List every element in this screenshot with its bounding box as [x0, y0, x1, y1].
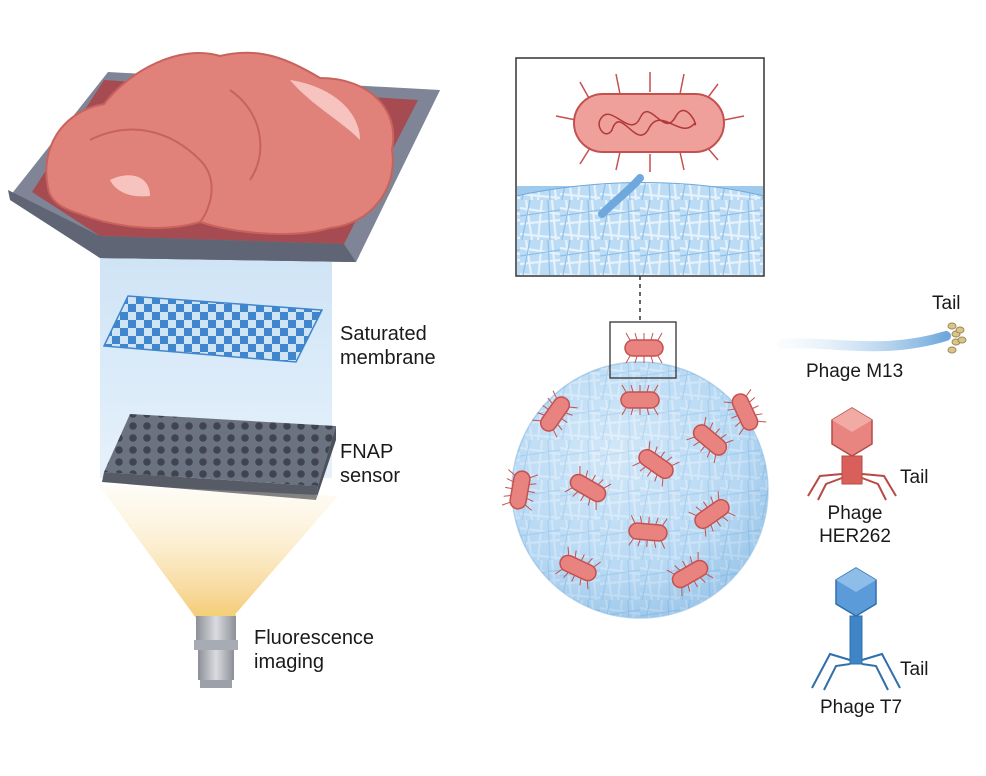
bacterium [632, 441, 680, 487]
meat-fold [89, 128, 213, 223]
meat-tray-group [8, 51, 440, 478]
microscope-objective-icon [194, 610, 238, 688]
label-fnap-sensor: FNAP sensor [340, 440, 400, 488]
sensor-top [104, 414, 336, 486]
bacterium [564, 466, 612, 510]
bacterium [688, 491, 736, 537]
label-line: Fluorescence [254, 627, 375, 649]
membrane-sheet [102, 295, 324, 363]
bacterium [624, 332, 664, 364]
label-tail-m13: Tail [932, 293, 961, 314]
phage-her262-legs-icon [807, 473, 897, 501]
label-phage-t7: Phage T7 [820, 697, 903, 718]
label-line: membrane [340, 347, 436, 369]
fluorescence-imaging [98, 484, 338, 688]
phage-her262-tail [841, 455, 863, 485]
label-line: sensor [340, 465, 401, 487]
phage-t7-legs-icon [811, 652, 901, 691]
label-line: HER262 [819, 526, 891, 547]
phage-t7 [811, 567, 901, 691]
fiber-surface [517, 182, 763, 275]
sensor-end [316, 426, 336, 500]
bacterium [501, 469, 539, 511]
phage-m13-filament [777, 331, 951, 352]
bacterium [620, 384, 660, 416]
label-line: Phage [827, 503, 883, 524]
label-line: Saturated [340, 323, 427, 345]
bacterium [686, 416, 734, 464]
bacterium [666, 552, 714, 596]
meat-highlight [110, 175, 150, 197]
bacterium [555, 546, 601, 590]
label-line: imaging [254, 651, 325, 673]
meat-cut [45, 51, 395, 235]
phage-t7-tail [849, 615, 863, 665]
meat-fold [229, 89, 262, 181]
bacterium-zoomed [555, 72, 745, 172]
bacteria-cluster [501, 332, 767, 596]
phage-her262 [807, 407, 897, 501]
bacterium [628, 515, 668, 549]
fiber-sphere [501, 321, 769, 619]
bacterium [723, 389, 767, 435]
zoom-selection-box [609, 321, 677, 379]
light-cone [98, 484, 338, 618]
label-tail-her262: Tail [900, 467, 929, 488]
zoom-inset [515, 57, 765, 277]
phage-m13-tail-icon [947, 322, 967, 354]
saturated-membrane [102, 295, 324, 363]
label-phage-m13: Phage M13 [806, 361, 904, 382]
label-phage-her262: Phage HER262 [810, 502, 900, 548]
label-tail-t7: Tail [900, 659, 929, 680]
bacterium [532, 390, 578, 438]
phage-fiber [598, 174, 644, 218]
label-line: FNAP [340, 441, 394, 463]
tray-rim [8, 190, 356, 262]
meat-highlight [290, 80, 360, 140]
label-fluorescence-imaging: Fluorescence imaging [254, 626, 374, 674]
label-saturated-membrane: Saturated membrane [340, 322, 436, 370]
phage-m13 [777, 322, 967, 354]
